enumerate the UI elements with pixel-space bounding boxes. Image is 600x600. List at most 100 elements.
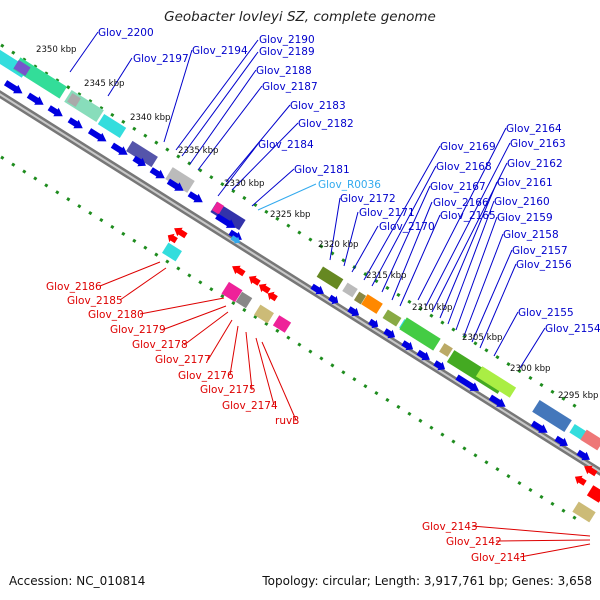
gene-label: Glov_2155 xyxy=(518,307,574,319)
gene-label: Glov_2182 xyxy=(298,118,354,130)
forward-cds-arrow xyxy=(416,349,430,361)
forward-cds-arrow xyxy=(132,155,146,167)
gene-label: Glov_2158 xyxy=(503,229,559,241)
gene-label: Glov_2160 xyxy=(494,196,550,208)
forward-cds-arrow xyxy=(87,128,107,142)
label-leader xyxy=(493,311,519,357)
label-leader xyxy=(161,305,227,331)
label-leader xyxy=(229,325,239,376)
gene-label: Glov_2168 xyxy=(436,161,492,173)
gene-label: Glov_2181 xyxy=(294,164,350,176)
gene-label: Glov_2189 xyxy=(259,46,315,58)
gene-label: Glov_2197 xyxy=(133,53,189,65)
cog-bar xyxy=(382,309,402,327)
label-leader xyxy=(425,142,511,307)
gene-label: Glov_2180 xyxy=(88,309,144,321)
cog-bar xyxy=(572,501,596,523)
forward-cds-arrow xyxy=(26,92,44,105)
reverse-cds-arrow xyxy=(174,227,188,239)
label-leader xyxy=(69,31,99,73)
forward-cds-arrow xyxy=(187,191,203,203)
kbp-tick: 2345 kbp xyxy=(84,79,125,89)
label-leader xyxy=(99,261,161,287)
cog-bar xyxy=(64,89,104,123)
forward-cds-arrow xyxy=(401,340,414,351)
kbp-tick: 2315 kbp xyxy=(366,271,407,281)
kbp-tick: 2310 kbp xyxy=(412,303,453,313)
gene-label: Glov_2167 xyxy=(430,181,486,193)
kbp-tick: 2295 kbp xyxy=(558,391,599,401)
forward-cds-arrow xyxy=(310,283,324,295)
gene-label: Glov_2185 xyxy=(67,295,123,307)
cog-bar xyxy=(361,294,383,314)
gene-label: Glov_2161 xyxy=(497,177,553,189)
reverse-cds-arrow xyxy=(584,465,598,477)
label-leader xyxy=(439,181,498,319)
forward-cds-arrow xyxy=(328,294,339,305)
cog-bar xyxy=(586,485,600,503)
forward-cds-arrow xyxy=(347,306,360,317)
forward-cds-arrow xyxy=(433,360,446,371)
label-leader xyxy=(417,127,507,301)
label-leader xyxy=(463,233,504,337)
cog-bar xyxy=(272,315,292,333)
label-leader xyxy=(447,200,495,325)
label-leader xyxy=(381,185,431,293)
label-leader xyxy=(119,267,167,301)
gene-label: Glov_2142 xyxy=(446,536,502,548)
gene-label: Glov_2162 xyxy=(507,158,563,170)
reverse-cds-arrow xyxy=(232,265,246,277)
cog-bar xyxy=(126,140,158,168)
label-leader xyxy=(343,211,359,267)
kbp-tick: 2330 kbp xyxy=(224,179,265,189)
forward-cds-arrow xyxy=(67,117,83,129)
label-leader xyxy=(207,319,233,361)
label-leader xyxy=(255,337,275,406)
forward-cds-arrow xyxy=(530,420,548,433)
gene-label: Glov_2194 xyxy=(192,45,248,57)
kbp-tick: 2335 kbp xyxy=(178,146,219,156)
gene-label: Glov_2166 xyxy=(433,197,489,209)
label-leader xyxy=(257,183,317,211)
label-leader xyxy=(261,341,297,421)
gene-label: Glov_2143 xyxy=(422,521,478,533)
forward-cds-arrow xyxy=(368,318,379,329)
label-leader xyxy=(371,165,437,287)
cog-bar xyxy=(97,113,127,139)
genome-summary-text: Topology: circular; Length: 3,917,761 bp… xyxy=(262,574,592,588)
kbp-tick: 2305 kbp xyxy=(462,333,503,343)
label-leader xyxy=(329,197,341,261)
gene-label: Glov_2154 xyxy=(545,323,600,335)
label-leader xyxy=(479,263,517,349)
gene-label-rna: Glov_R0036 xyxy=(318,179,381,191)
forward-cds-arrow xyxy=(576,449,590,461)
cog-bar xyxy=(475,366,517,398)
forward-cds-arrow xyxy=(228,229,242,241)
forward-cds-arrow xyxy=(215,213,236,228)
kbp-tick: 2325 kbp xyxy=(270,210,311,220)
gene-label: Glov_2187 xyxy=(262,81,318,93)
gene-label: Glov_2175 xyxy=(200,384,256,396)
gene-label: Glov_2174 xyxy=(222,400,278,412)
reverse-cds-arrow xyxy=(267,291,278,302)
label-leader xyxy=(471,525,591,537)
gene-label: ruvB xyxy=(275,415,299,427)
cog-bar xyxy=(532,399,572,433)
gene-label: Glov_2163 xyxy=(510,138,566,150)
gene-label: Glov_2141 xyxy=(471,552,527,564)
cog-bar xyxy=(165,167,195,193)
cog-bar xyxy=(342,282,358,298)
reverse-cds-arrow xyxy=(574,475,587,486)
gene-label: Glov_2157 xyxy=(512,245,568,257)
cog-bar xyxy=(439,343,453,357)
reverse-cds-arrow xyxy=(248,275,261,286)
cog-bars xyxy=(0,46,600,523)
cog-bar xyxy=(316,266,344,290)
label-leader xyxy=(163,49,193,143)
label-leader xyxy=(197,85,263,171)
gene-label: Glov_2164 xyxy=(506,123,562,135)
kbp-ticks: 2350 kbp 2345 kbp 2340 kbp 2335 kbp 2330… xyxy=(36,45,599,401)
forward-cds-arrow xyxy=(47,105,63,117)
cog-bar xyxy=(353,291,367,305)
gene-label: Glov_2176 xyxy=(178,370,234,382)
